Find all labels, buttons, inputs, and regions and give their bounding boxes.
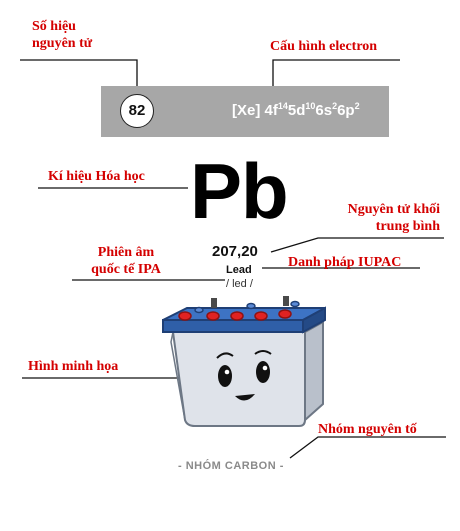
label-iupac: Danh pháp IUPAC	[288, 255, 402, 270]
config-5d: 5d	[287, 102, 306, 119]
config-6s: 6s	[315, 102, 333, 119]
line-group	[289, 436, 446, 459]
element-name: Lead	[226, 264, 252, 276]
label-ipa-line1: Phiên âm	[97, 245, 155, 260]
config-sup-5d: 10	[305, 101, 316, 111]
label-element-group: Nhóm nguyên tố	[318, 422, 417, 437]
label-atomic-mass: Nguyên tử khối trung bình	[326, 201, 440, 235]
element-group: - NHÓM CARBON -	[178, 460, 284, 472]
config-sup-6p: 2	[354, 101, 360, 111]
config-base: [Xe] 4f	[232, 102, 278, 119]
config-6p: 6p	[337, 102, 355, 119]
label-atomic-number-line1: Số hiệu	[32, 19, 76, 34]
electron-configuration: [Xe] 4f145d106s26p2	[232, 101, 360, 119]
label-atomic-mass-line2: trung bình	[375, 219, 440, 234]
config-sup-4f: 14	[277, 101, 288, 111]
label-ipa-line2: quốc tế IPA	[91, 262, 161, 277]
atomic-number-badge: 82	[120, 94, 154, 128]
smiling-battery-icon	[162, 296, 326, 427]
element-symbol: Pb	[190, 147, 289, 235]
label-atomic-number-line2: nguyên tử	[32, 36, 93, 51]
label-ipa: Phiên âm quốc tế IPA	[78, 244, 174, 278]
element-ipa: / led /	[226, 278, 253, 290]
line-atomic-mass	[270, 237, 444, 253]
label-atomic-mass-line1: Nguyên tử khối	[347, 202, 440, 217]
config-sup-6s: 2	[332, 101, 338, 111]
label-electron-config: Cấu hình electron	[270, 39, 378, 54]
atomic-mass: 207,20	[212, 243, 258, 260]
label-atomic-number: Số hiệu nguyên tử	[32, 18, 92, 52]
label-illustration: Hình minh họa	[28, 359, 119, 374]
label-chemical-symbol: Kí hiệu Hóa học	[48, 169, 145, 184]
